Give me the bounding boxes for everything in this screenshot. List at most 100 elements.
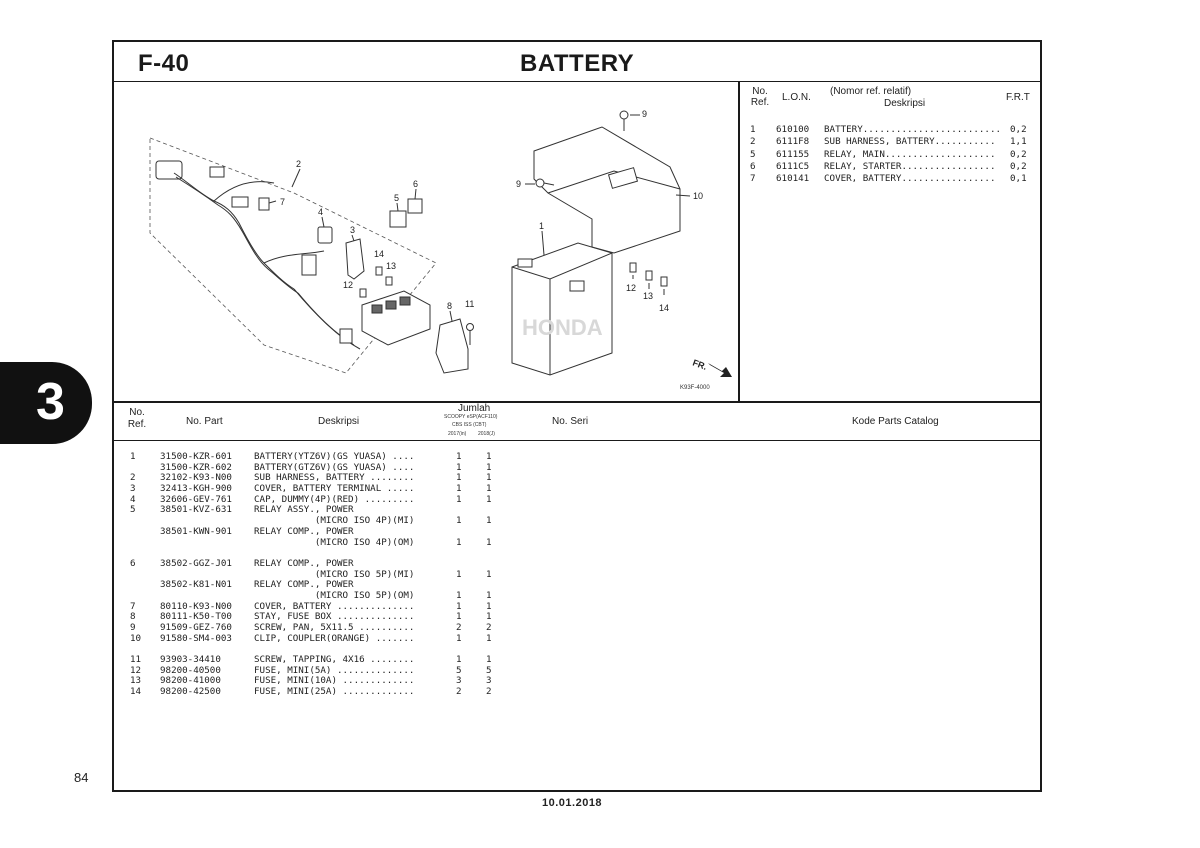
part-number: 38501-KVZ-631 <box>160 504 232 516</box>
lon-ref: 2 <box>750 136 756 148</box>
fuse-box-stay-drawing <box>435 318 469 374</box>
part-number: 98200-40500 <box>160 664 221 676</box>
part-description: COVER, BATTERY .............. <box>254 600 415 612</box>
parts-header-kode: Kode Parts Catalog <box>852 416 939 427</box>
part-qty-2018: 2 <box>486 622 492 633</box>
lon-code: 6111F8 <box>776 136 810 148</box>
fuse-box-drawing <box>361 290 431 346</box>
callout-12-right: 12 <box>626 283 636 293</box>
lon-frt: 1,1 <box>1010 136 1027 148</box>
parts-header-jumlah-col2: 2018(J) <box>478 431 495 437</box>
part-qty-2017: 1 <box>456 611 462 623</box>
lon-code: 611155 <box>776 148 810 160</box>
lon-code: 610141 <box>776 173 810 185</box>
callout-12-left: 12 <box>343 280 353 290</box>
callout-14-right: 14 <box>659 303 669 313</box>
part-ref: 7 <box>130 600 136 612</box>
page-number: 84 <box>74 770 89 785</box>
part-ref: 8 <box>130 611 136 623</box>
part-description: SUB HARNESS, BATTERY ........ <box>254 472 415 484</box>
part-qty-2017: 1 <box>456 451 462 462</box>
catalog-frame <box>112 40 1042 792</box>
battery-cover-drawing <box>533 126 681 254</box>
title-row <box>114 42 1040 82</box>
parts-header-jumlah: Jumlah <box>458 403 491 414</box>
callout-4: 4 <box>318 207 323 217</box>
part-number: 31500-KZR-601 <box>160 451 232 462</box>
part-qty-2018: 1 <box>486 493 492 505</box>
lon-ref: 6 <box>750 160 756 172</box>
part-ref: 2 <box>130 472 136 484</box>
part-description: FUSE, MINI(10A) ............. <box>254 675 415 687</box>
chapter-number: 3 <box>36 373 65 431</box>
fuse-10a-drawing <box>645 270 653 281</box>
harness-region-outline <box>149 137 437 374</box>
part-qty-2018: 3 <box>486 675 492 687</box>
lon-code: 6111C5 <box>776 160 810 172</box>
part-ref: 13 <box>130 675 142 687</box>
part-qty-2018: 1 <box>486 536 492 548</box>
part-description: (MICRO ISO 5P)(MI) <box>254 568 415 580</box>
callout-14-left: 14 <box>374 249 384 259</box>
callout-6: 6 <box>413 179 418 189</box>
callout-10: 7 <box>280 197 285 207</box>
part-number: 32102-K93-N00 <box>160 472 232 484</box>
part-qty-2017: 1 <box>456 589 462 601</box>
part-description: RELAY ASSY., POWER <box>254 504 354 516</box>
part-qty-2017: 1 <box>456 493 462 505</box>
revision-date: 10.01.2018 <box>542 797 603 809</box>
part-description: (MICRO ISO 5P)(OM) <box>254 589 415 601</box>
lon-header-deskripsi: Deskripsi <box>884 98 926 109</box>
lon-header-lon: L.O.N. <box>782 92 811 103</box>
lon-frt: 0,1 <box>1010 173 1027 185</box>
callout-5: 5 <box>394 193 399 203</box>
lon-code: 610100 <box>776 124 810 135</box>
sub-harness-drawing <box>155 160 361 350</box>
part-number: 80111-K50-T00 <box>160 611 232 623</box>
part-qty-2017: 5 <box>456 664 462 676</box>
part-qty-2018: 1 <box>486 611 492 623</box>
parts-header-jumlah-variant: CBS ISS (CBT) <box>452 422 487 428</box>
part-qty-2018: 1 <box>486 632 492 644</box>
part-qty-2017: 1 <box>456 515 462 527</box>
part-qty-2017: 1 <box>456 568 462 580</box>
part-number: 32606-GEV-761 <box>160 493 232 505</box>
relay-power-4p-drawing <box>389 210 407 228</box>
callout-8: 8 <box>447 301 452 311</box>
screw-pan-drawing-2 <box>535 178 555 188</box>
part-description: (MICRO ISO 4P)(OM) <box>254 536 415 548</box>
parts-header-jumlah-col1: 2017(in) <box>448 431 467 437</box>
part-qty-2017: 1 <box>456 461 462 473</box>
callout-1: 1 <box>539 221 544 231</box>
part-description: FUSE, MINI(5A) .............. <box>254 664 415 676</box>
lon-header-frt: F.R.T <box>1006 92 1030 103</box>
part-qty-2018: 5 <box>486 664 492 676</box>
lon-header-relative: (Nomor ref. relatif) <box>830 86 912 97</box>
front-arrow-icon <box>708 363 732 377</box>
part-qty-2017: 2 <box>456 622 462 633</box>
parts-header-no-part: No. Part <box>186 416 223 427</box>
part-qty-2018: 1 <box>486 461 492 473</box>
part-number: 98200-41000 <box>160 675 221 687</box>
lon-ref: 7 <box>750 173 756 185</box>
part-ref: 6 <box>130 557 136 569</box>
part-qty-2018: 1 <box>486 654 492 666</box>
lon-description: COVER, BATTERY................. <box>824 173 996 185</box>
part-ref: 5 <box>130 504 136 516</box>
part-number: 38502-K81-N01 <box>160 579 232 591</box>
parts-row: (MICRO ISO 4P)(MI) 1 1 <box>126 515 526 527</box>
part-description: CLIP, COUPLER(ORANGE) ....... <box>254 632 415 644</box>
diagram-divider <box>738 82 740 402</box>
battery-drawing <box>511 242 613 376</box>
part-qty-2018: 1 <box>486 483 492 495</box>
part-description: (MICRO ISO 4P)(MI) <box>254 515 415 527</box>
part-qty-2018: 1 <box>486 589 492 601</box>
lon-frt: 0,2 <box>1010 148 1027 160</box>
part-qty-2018: 1 <box>486 515 492 527</box>
